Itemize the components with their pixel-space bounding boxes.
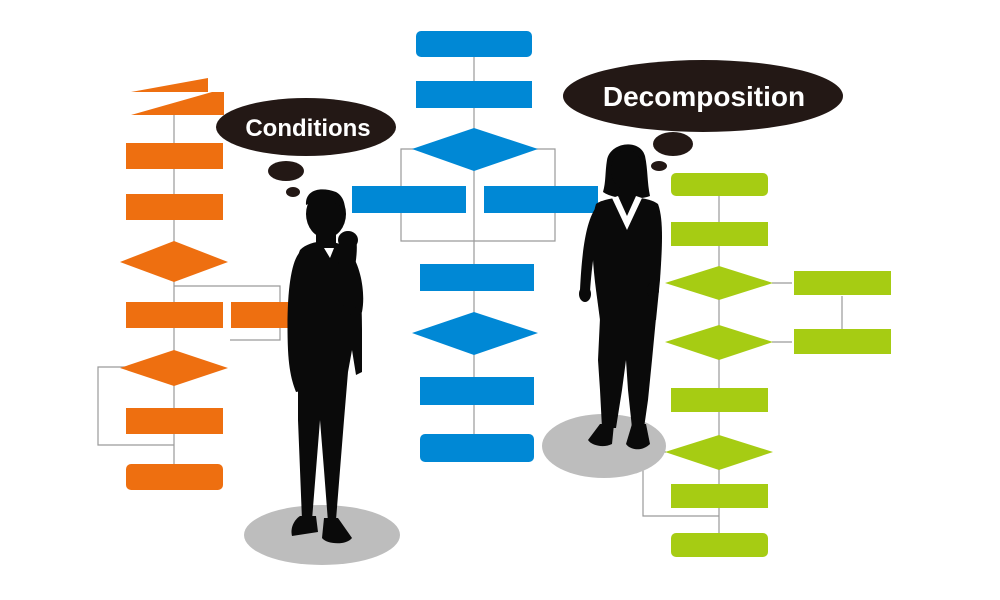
left-bubble-dot-small: [286, 187, 300, 197]
blue-decision-diamond: [412, 312, 538, 355]
green-process-box: [671, 484, 768, 508]
green-decision-diamond: [665, 325, 773, 360]
orange-decision-diamond: [120, 350, 228, 386]
green-decision-diamond: [665, 435, 773, 470]
right-bubble-body: [563, 60, 843, 132]
blue-terminator-box: [420, 434, 534, 462]
orange-decision-diamond: [120, 241, 228, 282]
businesswoman-standing-icon: [579, 144, 662, 450]
orange-flowchart: [97, 78, 293, 490]
green-terminator-box: [671, 173, 768, 196]
green-process-box: [794, 329, 891, 354]
orange-process-box: [126, 143, 223, 169]
orange-terminator-box: [126, 464, 223, 490]
green-process-box: [671, 388, 768, 412]
orange-process-box: [126, 408, 223, 434]
blue-process-box: [420, 377, 534, 405]
orange-process-box: [231, 302, 293, 328]
blue-process-box: [352, 186, 466, 213]
right-thought-bubble: Decomposition: [563, 60, 843, 171]
blue-process-box: [416, 81, 532, 108]
green-decision-diamond: [665, 266, 773, 300]
orange-process-box: [126, 302, 223, 328]
orange-process-box: [126, 194, 223, 220]
right-bubble-label: Decomposition: [603, 81, 805, 112]
green-process-box: [794, 271, 891, 295]
blue-flowchart: [352, 31, 598, 462]
blue-process-box: [420, 264, 534, 291]
green-terminator-box: [671, 533, 768, 557]
blue-decision-diamond: [412, 128, 538, 171]
right-bubble-dot-large: [653, 132, 693, 156]
right-bubble-dot-small: [651, 161, 667, 171]
blue-process-box: [484, 186, 598, 213]
blue-terminator-box: [416, 31, 532, 57]
left-bubble-label: Conditions: [245, 115, 370, 142]
left-bubble-dot-large: [268, 161, 304, 181]
orange-banner-shape: [131, 78, 224, 115]
left-figure-floor-shadow: [244, 505, 400, 565]
green-process-box: [671, 222, 768, 246]
businessman-thinking-icon: [287, 189, 364, 544]
left-bubble-body: [216, 98, 396, 156]
green-flowchart: [642, 173, 891, 557]
left-thought-bubble: Conditions: [216, 98, 396, 197]
